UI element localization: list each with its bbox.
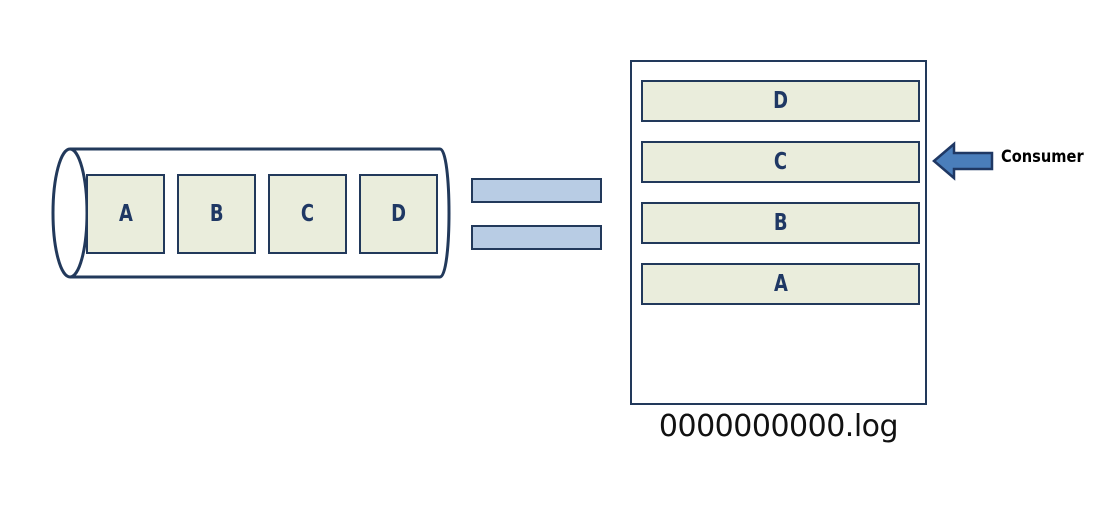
partition-cell-b[interactable]: B: [177, 174, 256, 254]
partition-cylinder: A B C D: [50, 143, 460, 283]
log-segment-panel: D C B A: [630, 60, 927, 405]
log-row-d[interactable]: D: [641, 80, 920, 122]
consumer-arrow-left-icon[interactable]: [932, 141, 994, 181]
partition-cell-a-label: A: [118, 201, 133, 227]
consumer-label: Consumer: [1001, 147, 1084, 167]
log-row-c[interactable]: C: [641, 141, 920, 183]
log-row-c-label: C: [773, 149, 788, 175]
log-row-b[interactable]: B: [641, 202, 920, 244]
partition-cell-c[interactable]: C: [268, 174, 347, 254]
partition-cell-c-label: C: [300, 201, 315, 227]
partition-cell-b-label: B: [209, 201, 224, 227]
partition-cell-a[interactable]: A: [86, 174, 165, 254]
equals-bar-bottom: [471, 225, 602, 250]
log-row-a-label: A: [773, 271, 788, 297]
partition-cell-d[interactable]: D: [359, 174, 438, 254]
equals-sign: [471, 178, 602, 250]
log-file-caption: 0000000000.log: [658, 409, 899, 444]
log-row-d-label: D: [773, 88, 788, 114]
log-row-a[interactable]: A: [641, 263, 920, 305]
log-record-list: D C B A: [641, 80, 920, 324]
partition-message-cells: A B C D: [86, 174, 438, 254]
log-row-b-label: B: [773, 210, 788, 236]
partition-cell-d-label: D: [391, 201, 406, 227]
equals-bar-top: [471, 178, 602, 203]
